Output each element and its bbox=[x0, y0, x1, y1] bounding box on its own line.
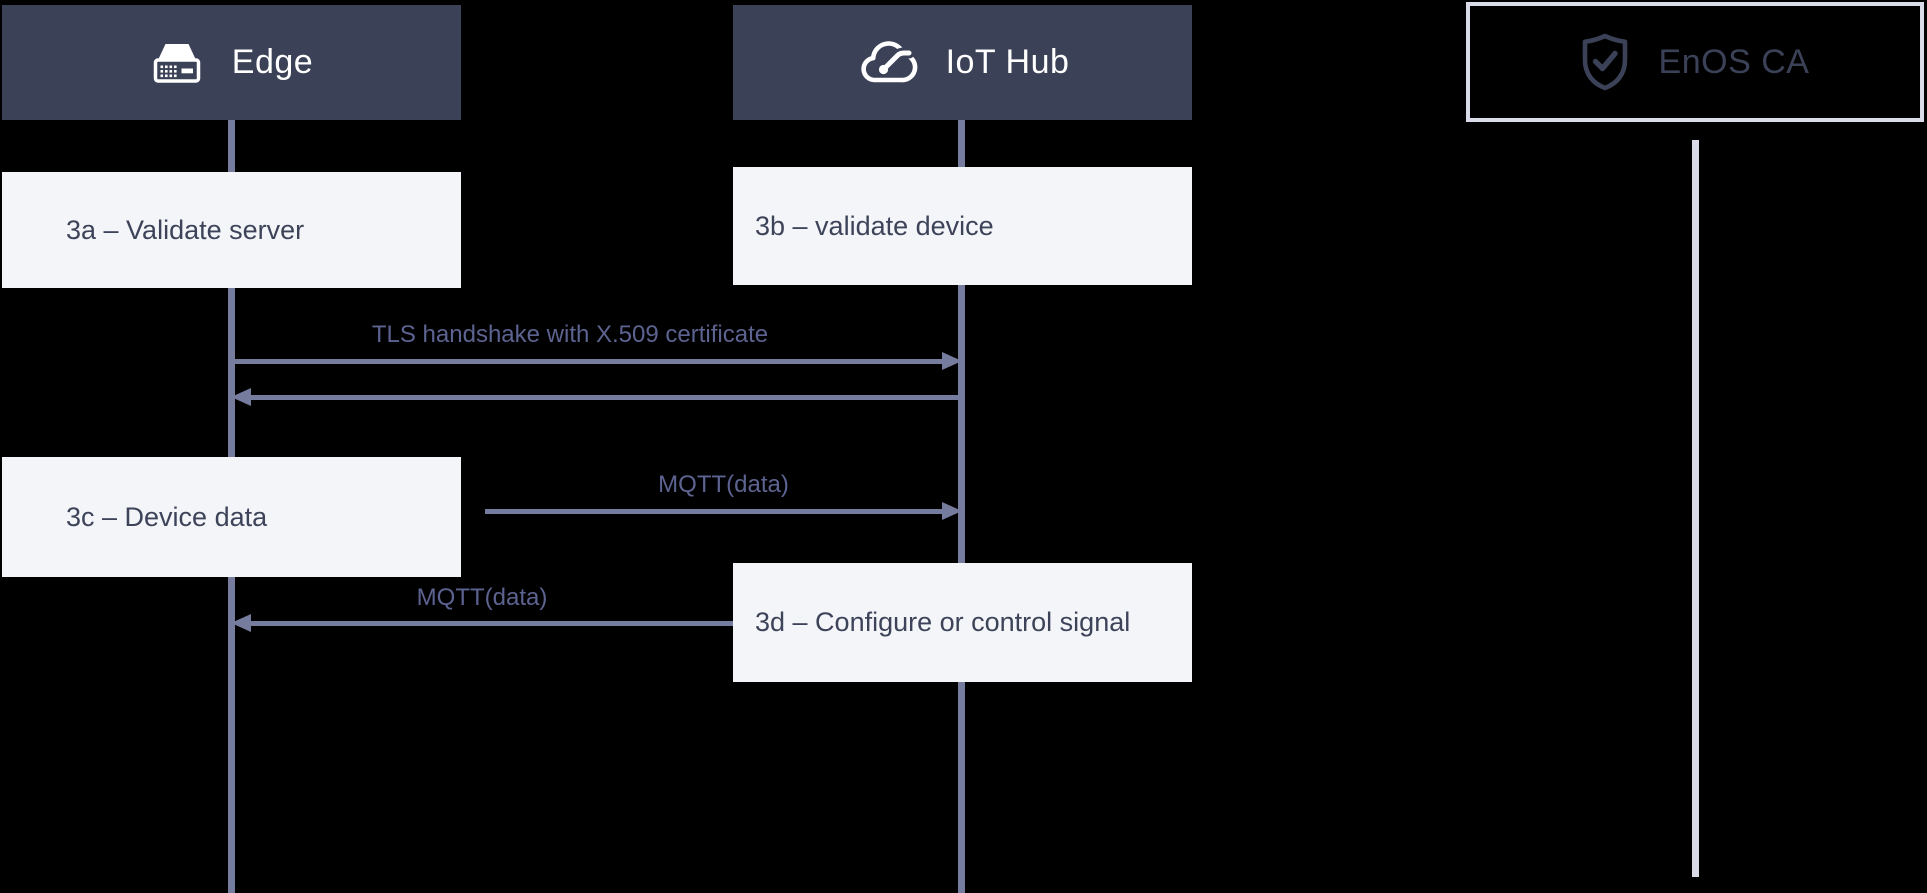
arrow-mqtt-data-right bbox=[485, 502, 962, 520]
iot-cloud-icon bbox=[856, 39, 918, 87]
participant-enos-ca: EnOS CA bbox=[1466, 2, 1924, 122]
arrow-tls-response-left bbox=[231, 388, 962, 406]
arrowhead-left-icon bbox=[231, 614, 251, 632]
edge-server-icon bbox=[150, 41, 204, 85]
arrow-shaft bbox=[485, 508, 946, 514]
arrowhead-left-icon bbox=[231, 388, 251, 406]
participant-iot-hub: IoT Hub bbox=[733, 5, 1192, 120]
arrow-shaft bbox=[231, 358, 946, 364]
participant-edge-label: Edge bbox=[231, 43, 314, 81]
step-3b-validate-device: 3b – validate device bbox=[733, 167, 1192, 285]
arrowhead-right-icon bbox=[942, 502, 962, 520]
arrowhead-right-icon bbox=[942, 352, 962, 370]
participant-edge: Edge bbox=[2, 5, 461, 120]
step-3c-device-data: 3c – Device data bbox=[2, 457, 461, 577]
arrow-shaft bbox=[247, 620, 733, 626]
participant-enos-ca-label: EnOS CA bbox=[1658, 42, 1810, 81]
arrow-shaft bbox=[247, 394, 962, 400]
participant-iot-hub-label: IoT Hub bbox=[945, 43, 1070, 81]
step-3a-validate-server: 3a – Validate server bbox=[2, 172, 461, 288]
step-3d-configure-control-signal: 3d – Configure or control signal bbox=[733, 563, 1192, 682]
message-label-mqtt-down: MQTT(data) bbox=[416, 584, 548, 611]
enos-ca-lifeline bbox=[1692, 140, 1699, 877]
step-3d-label: 3d – Configure or control signal bbox=[755, 607, 1131, 637]
arrow-tls-handshake-right bbox=[231, 352, 962, 370]
step-3c-label: 3c – Device data bbox=[66, 501, 268, 532]
message-label-mqtt-up: MQTT(data) bbox=[658, 471, 789, 498]
step-3b-label: 3b – validate device bbox=[755, 210, 994, 241]
message-label-tls-handshake: TLS handshake with X.509 certificate bbox=[371, 321, 769, 348]
arrow-mqtt-data-left bbox=[231, 614, 733, 632]
shield-check-icon bbox=[1581, 33, 1629, 91]
step-3a-label: 3a – Validate server bbox=[66, 214, 305, 245]
